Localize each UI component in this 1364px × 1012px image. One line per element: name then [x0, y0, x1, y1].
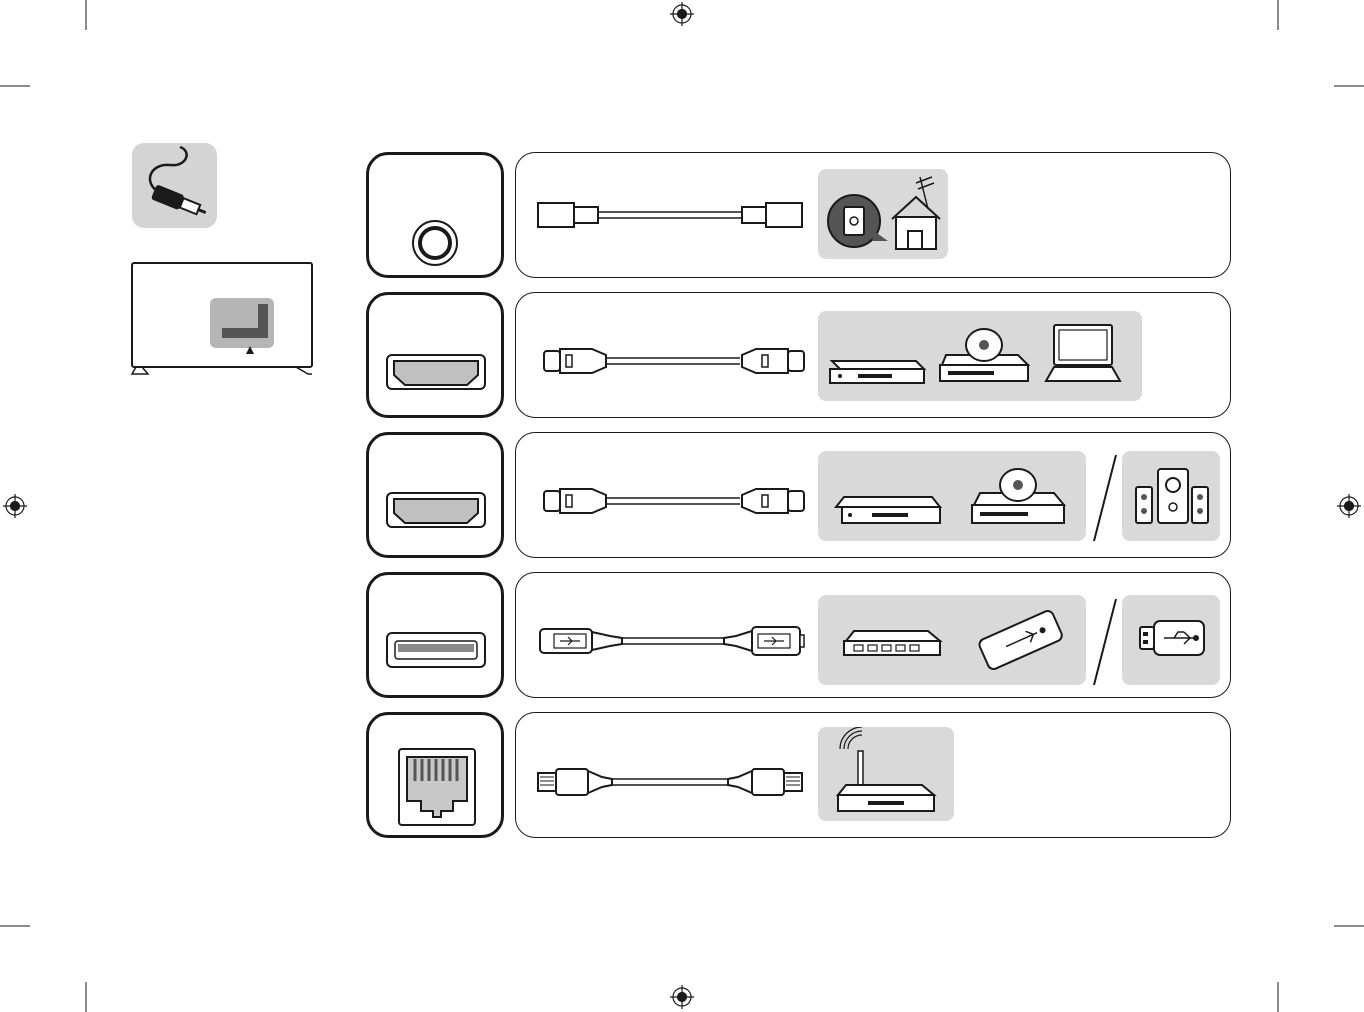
antenna-device-panel: [818, 169, 948, 259]
hdmi-port-icon: [369, 295, 501, 415]
hdmi-port-box-2: [366, 432, 504, 558]
speaker-device-panel: [1122, 451, 1220, 541]
hdmi-row-2: [515, 432, 1231, 558]
lan-port-icon: [369, 715, 501, 835]
separator-slash: [1090, 453, 1120, 543]
hdmi-port-box-1: [366, 292, 504, 418]
usb-port-icon: [369, 575, 501, 695]
set-top-box-icon: [836, 497, 940, 523]
usb-row: [515, 572, 1231, 698]
router-icon: [818, 727, 954, 821]
usb-flash-panel: [1122, 595, 1220, 685]
lan-row: [515, 712, 1231, 838]
dvd-player-icon: [972, 469, 1064, 523]
separator-slash: [1090, 597, 1120, 687]
laptop-icon: [1046, 325, 1120, 381]
set-top-box-icon: [830, 361, 924, 383]
usb-port-box: [366, 572, 504, 698]
usb-device-panel: [818, 595, 1086, 685]
hdmi-device-panel-2: [818, 451, 1086, 541]
external-hdd-icon: [978, 609, 1064, 671]
tv-rear-panel-icon: [130, 262, 314, 376]
antenna-port-box: [366, 152, 504, 278]
antenna-row: [515, 152, 1231, 278]
hdmi-row-1: [515, 292, 1231, 418]
cable-plug-icon: [132, 143, 217, 228]
hdmi-device-panel-1: [818, 311, 1142, 401]
lan-cable-icon: [536, 765, 804, 799]
coaxial-cable-icon: [536, 197, 808, 233]
speaker-system-icon: [1122, 451, 1220, 541]
wall-antenna-icon: [828, 195, 888, 247]
usb-flash-drive-icon: [1122, 595, 1220, 685]
hdmi-cable-icon: [542, 345, 806, 377]
dvd-player-icon: [940, 329, 1028, 381]
usb-hub-icon: [844, 631, 940, 655]
antenna-port-icon: [369, 155, 501, 275]
lan-port-box: [366, 712, 504, 838]
house-antenna-icon: [892, 177, 940, 249]
usb-cable-icon: [538, 623, 806, 659]
lan-device-panel: [818, 727, 954, 821]
hdmi-cable-icon: [542, 485, 806, 517]
hdmi-port-icon: [369, 435, 501, 555]
